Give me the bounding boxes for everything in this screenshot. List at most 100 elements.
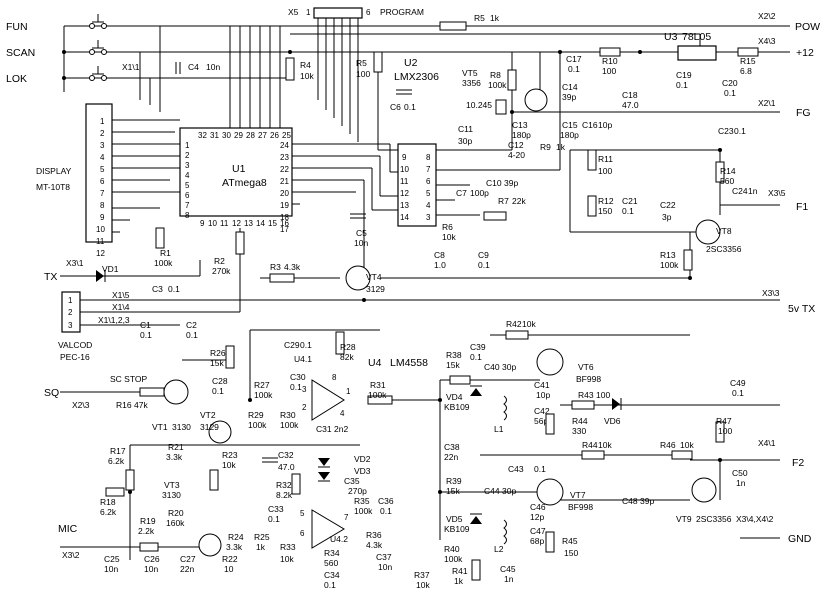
r28-ref: R28 (340, 342, 356, 352)
conn-x3-1-label: X3\1 (66, 258, 84, 268)
c26-ref: C26 (144, 554, 160, 564)
display-pins: 1 2 3 4 5 6 7 8 9 10 11 12 (96, 117, 105, 258)
svg-text:30: 30 (222, 131, 231, 140)
c2-value: 0.1 (186, 330, 198, 340)
r8-ref: R8 (490, 70, 501, 80)
svg-text:6: 6 (100, 177, 105, 186)
r36-ref: R36 (366, 530, 382, 540)
u1-top-pins: 32 31 30 29 28 27 26 25 (198, 131, 291, 140)
r29-value: 100k (248, 420, 267, 430)
vd1-ref: VD1 (102, 264, 119, 274)
svg-text:3: 3 (426, 213, 431, 222)
conn-x3-5-label: X3\5 (768, 188, 786, 198)
c32-ref: C32 (278, 450, 294, 460)
c15-ref: C15 (562, 120, 578, 130)
u4-2-opamp (311, 509, 345, 549)
svg-text:7: 7 (426, 165, 431, 174)
u3-regulator (677, 45, 717, 61)
c17-ref: C17 (566, 54, 582, 64)
r25-value: 1k (256, 542, 266, 552)
svg-text:5: 5 (185, 181, 190, 190)
r10-ref: R10 (602, 56, 618, 66)
c18-ref: C18 (622, 90, 638, 100)
r15-ref: R15 (740, 56, 756, 66)
vt2-transistor (208, 420, 232, 444)
r44a-value: 330 (572, 426, 586, 436)
c25-ref: C25 (104, 554, 120, 564)
c48-ref: C48 (622, 496, 638, 506)
c22-value: 3p (662, 212, 672, 222)
r38-resistor (449, 375, 471, 385)
c45-value: 1n (504, 574, 514, 584)
r44b-ref: R44 (582, 440, 598, 450)
port-scan-label: SCAN (6, 47, 35, 59)
u2-left-pins: 9 10 11 12 13 14 (400, 153, 409, 222)
svg-text:18: 18 (280, 213, 289, 222)
r10-value: 100 (602, 66, 616, 76)
c32-symbol (262, 457, 278, 463)
switch-scan (89, 40, 107, 55)
svg-text:9: 9 (200, 219, 205, 228)
conn-x1-5-label: X1\5 (112, 290, 130, 300)
svg-text:8: 8 (185, 211, 190, 220)
r32-value: 8.2k (276, 490, 293, 500)
valcod-name: VALCOD (58, 340, 92, 350)
r32-ref: R32 (276, 480, 292, 490)
r14-value: 560 (720, 176, 734, 186)
vd5-ref: VD5 (446, 514, 463, 524)
port-lok-label: LOK (6, 73, 27, 85)
r2-value: 270k (212, 266, 231, 276)
c50-ref: C50 (732, 468, 748, 478)
svg-text:4: 4 (100, 153, 105, 162)
conn-x1-4-label: X1\4 (112, 302, 130, 312)
r13-ref: R13 (660, 250, 676, 260)
c2-ref: C2 (186, 320, 197, 330)
vd5-value: KB109 (444, 524, 470, 534)
r6-ref: R6 (442, 222, 453, 232)
vt1-value: 3130 (172, 422, 191, 432)
c13-value: 180p (512, 130, 531, 140)
c30-ref: C30 (290, 372, 306, 382)
svg-text:17: 17 (280, 225, 289, 234)
r41-ref: R41 (452, 566, 468, 576)
vd4-ref: VD4 (446, 392, 463, 402)
c44-ref: C44 (484, 486, 500, 496)
r28-resistor (335, 331, 345, 355)
u4-ref: U4 (368, 357, 382, 369)
c18-value: 47.0 (622, 100, 639, 110)
r1-resistor (155, 227, 165, 249)
c7-ref: C7 (456, 188, 467, 198)
svg-text:8: 8 (100, 201, 105, 210)
r42-resistor (505, 330, 529, 340)
c12-ref: C12 (508, 140, 524, 150)
r25-ref: R25 (254, 532, 270, 542)
c24-value: 1n (748, 186, 758, 196)
svg-text:5: 5 (100, 165, 105, 174)
r8-resistor (507, 69, 517, 91)
u2-ref: U2 (404, 57, 418, 69)
r4-resistor (285, 57, 295, 81)
vd5-diode (470, 513, 482, 524)
u4-pin2: 2 (302, 403, 307, 412)
c5-ref: C5 (356, 228, 367, 238)
c13-ref: C13 (512, 120, 528, 130)
r42-value: 10k (522, 319, 536, 329)
r23-resistor (209, 469, 219, 491)
r7-resistor (483, 211, 507, 221)
c32-value: 47.0 (278, 462, 295, 472)
svg-text:9: 9 (402, 153, 407, 162)
u4-pin5: 5 (300, 509, 305, 518)
vt1-ref: VT1 (152, 422, 168, 432)
c11-ref: C11 (458, 124, 473, 134)
c3-ref: C3 (152, 284, 163, 294)
c26-value: 10n (144, 564, 158, 574)
svg-text:10: 10 (96, 225, 105, 234)
r37-value: 10k (416, 580, 430, 590)
l2-ref: L2 (494, 544, 504, 554)
r35-value: 100k (354, 506, 373, 516)
svg-text:10: 10 (400, 165, 409, 174)
c34-value: 0.1 (324, 580, 336, 590)
r6-value: 10k (442, 232, 456, 242)
r20-ref: R20 (168, 508, 184, 518)
c11-value: 30p (458, 136, 472, 146)
